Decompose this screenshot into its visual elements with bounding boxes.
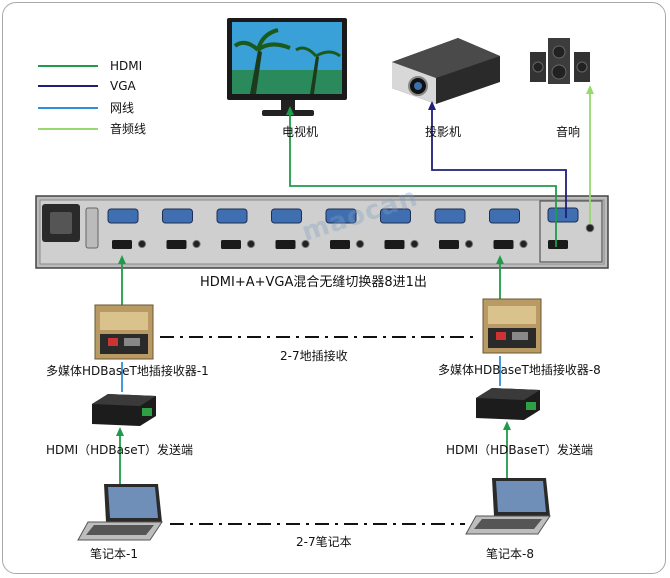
receiver-1-label: 多媒体HDBaseT地插接收器-1 [46,364,209,378]
hdmi-port [221,240,241,249]
audio-output-port [585,223,595,233]
switcher-device [35,195,609,269]
laptop-8-icon [465,478,551,535]
vga-port [434,208,466,224]
sender-1-label: HDMI（HDBaseT）发送端 [46,443,193,457]
hdmi-port [275,240,296,249]
projector-icon [392,38,500,104]
floor-receiver-1-icon [94,304,154,360]
vga-output-port [547,207,579,223]
laptop-8-label: 笔记本-8 [486,547,534,561]
audio-port [301,239,310,249]
hdmi-port [439,240,459,249]
vga-port [489,208,520,224]
floor-receiver-8-icon [482,298,542,354]
vga-port [325,208,357,224]
audio-port [410,239,419,249]
vga-port [380,208,411,224]
hdmi-arrow-laptop1 [116,427,124,436]
hdmi-cable-tv [289,113,557,247]
vga-cable-projector [431,108,567,218]
sender-1-icon [92,394,156,426]
hdmi-arrow-tv [286,106,294,115]
laptop-range-label: 2-7笔记本 [296,535,352,549]
hdmi-port [384,240,405,249]
hdmi-port [330,240,350,249]
vga-arrow-projector [428,101,436,110]
hdmi-port [166,240,187,249]
vga-port [216,208,248,224]
audio-port [519,239,528,249]
vga-port [107,208,139,224]
legend-audio-label: 音频线 [110,122,147,136]
receiver-8-label: 多媒体HDBaseT地插接收器-8 [438,363,601,377]
tv-label: 电视机 [282,125,319,139]
speaker-icon [530,38,590,84]
tv-monitor-icon [227,18,347,116]
audio-port [192,239,201,249]
hdmi-port [112,240,132,249]
laptop-1-label: 笔记本-1 [90,547,138,561]
audio-port [246,239,256,249]
hdmi-output-port [548,240,568,249]
vga-port [271,208,302,224]
sender-8-icon [476,388,540,420]
hdmi-arrow-rx8 [496,255,504,264]
speaker-label: 音响 [556,125,581,139]
receiver-range-label: 2-7地插接收 [280,349,348,363]
switcher-ports [107,207,595,249]
legend-lan-label: 网线 [110,101,135,115]
legend-vga-label: VGA [110,79,136,93]
audio-port [355,239,365,249]
vga-port [162,208,193,224]
hdmi-port [493,240,514,249]
hdmi-arrow-laptop8 [503,421,511,430]
switcher-label: HDMI+A+VGA混合无缝切换器8进1出 [200,275,427,290]
legend-hdmi-label: HDMI [110,59,143,73]
audio-arrow-speaker [586,85,594,94]
laptop-1-icon [77,484,163,541]
hdmi-arrow-rx1 [118,255,126,264]
audio-port [137,239,147,249]
audio-port [464,239,474,249]
projector-label: 投影机 [425,125,462,139]
sender-8-label: HDMI（HDBaseT）发送端 [446,443,593,457]
